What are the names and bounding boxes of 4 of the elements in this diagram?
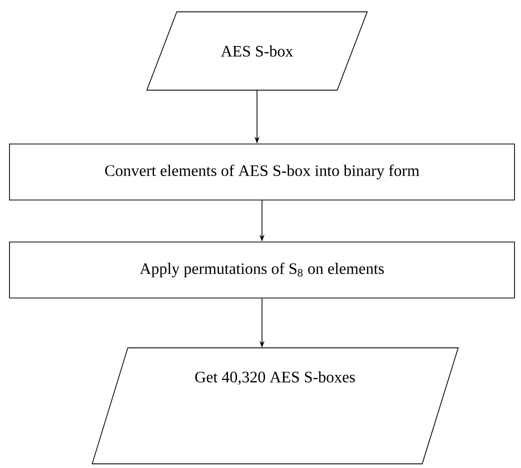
input-output-parallelogram: AES S-box: [146, 11, 368, 91]
input-output-parallelogram: Get 40,320 AES S-boxes: [92, 347, 459, 464]
process-box: Apply permutations of S$_{8}$ on elements: [9, 242, 515, 298]
process-box: Convert elements of AES S-box into binary form: [9, 144, 515, 200]
